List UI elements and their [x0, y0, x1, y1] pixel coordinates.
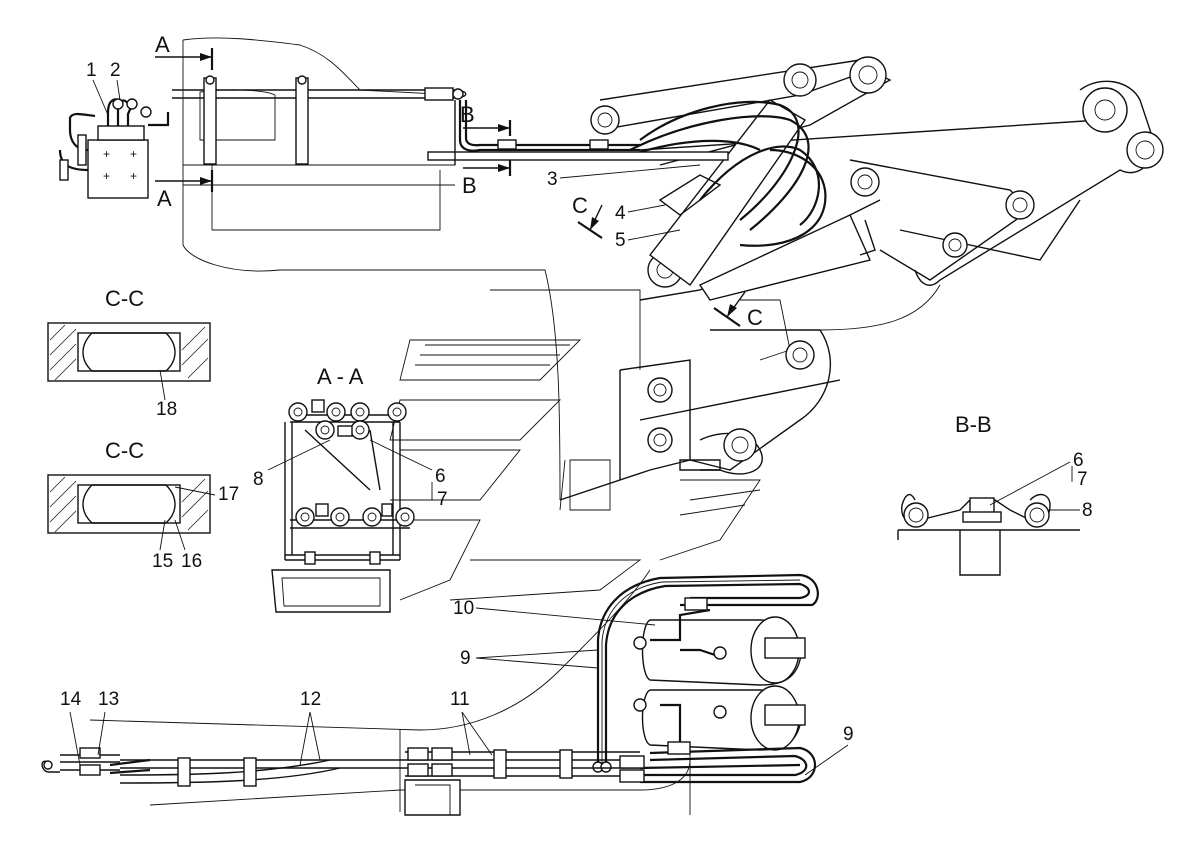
section-c-markers: C C [572, 193, 763, 330]
section-b-bottom-label: B [462, 173, 477, 198]
section-b-markers: B B [460, 102, 512, 198]
callout-13: 13 [98, 689, 119, 710]
boom-linkage [490, 59, 1154, 511]
section-cc-title-bottom: C-C [105, 438, 144, 463]
section-b-top-label: B [460, 102, 475, 127]
valve-block-assembly: + + + + [58, 98, 170, 199]
callout-8-bb: 8 [1082, 500, 1093, 521]
flexible-hoses [592, 573, 819, 784]
svg-text:+: + [130, 147, 137, 161]
lower-cylinders [633, 608, 806, 751]
section-a-bottom-label: A [157, 186, 172, 211]
section-aa-title: A - A [317, 364, 364, 389]
section-bb-detail: B-B 6 7 8 [897, 412, 1093, 576]
callout-11: 11 [450, 689, 470, 710]
callout-15: 15 [152, 551, 173, 572]
callout-16: 16 [181, 551, 202, 572]
top-pipe-run [172, 75, 729, 165]
rigid-pipe-run [41, 747, 645, 787]
pin-joints [590, 56, 1164, 462]
callout-8-aa: 8 [253, 469, 264, 490]
callout-10: 10 [453, 598, 474, 619]
svg-text:+: + [103, 147, 110, 161]
section-cc-detail-top: C-C 18 [47, 286, 211, 420]
callout-14: 14 [60, 689, 82, 710]
callout-12: 12 [300, 689, 321, 710]
callout-7-bb: 7 [1077, 469, 1088, 490]
callout-9-top: 9 [460, 648, 471, 669]
callout-2: 2 [110, 60, 121, 81]
svg-text:+: + [130, 169, 137, 183]
callout-7-aa: 7 [437, 489, 448, 510]
section-cc-detail-bottom: C-C 17 15 16 [47, 438, 239, 572]
section-bb-title: B-B [955, 412, 992, 437]
section-aa-detail: A - A 8 6 7 [253, 364, 448, 613]
frame-outline [182, 37, 561, 501]
section-a-markers: A A [155, 32, 214, 211]
callout-6-bb: 6 [1073, 450, 1084, 471]
section-c-top-label: C [572, 193, 588, 218]
callout-3: 3 [547, 169, 558, 190]
section-cc-title-top: C-C [105, 286, 144, 311]
callout-18: 18 [156, 399, 177, 420]
callout-5: 5 [615, 230, 626, 251]
callout-6-aa: 6 [435, 466, 446, 487]
callout-17: 17 [218, 484, 239, 505]
callout-9-right: 9 [843, 724, 854, 745]
callouts-main: 1 2 3 4 5 10 9 9 11 12 13 14 [60, 60, 854, 776]
section-c-bottom-label: C [747, 305, 763, 330]
section-a-top-label: A [155, 32, 170, 57]
svg-text:+: + [103, 169, 110, 183]
callout-4: 4 [615, 203, 626, 224]
callout-1: 1 [86, 60, 97, 81]
boom-cylinders [629, 99, 876, 301]
